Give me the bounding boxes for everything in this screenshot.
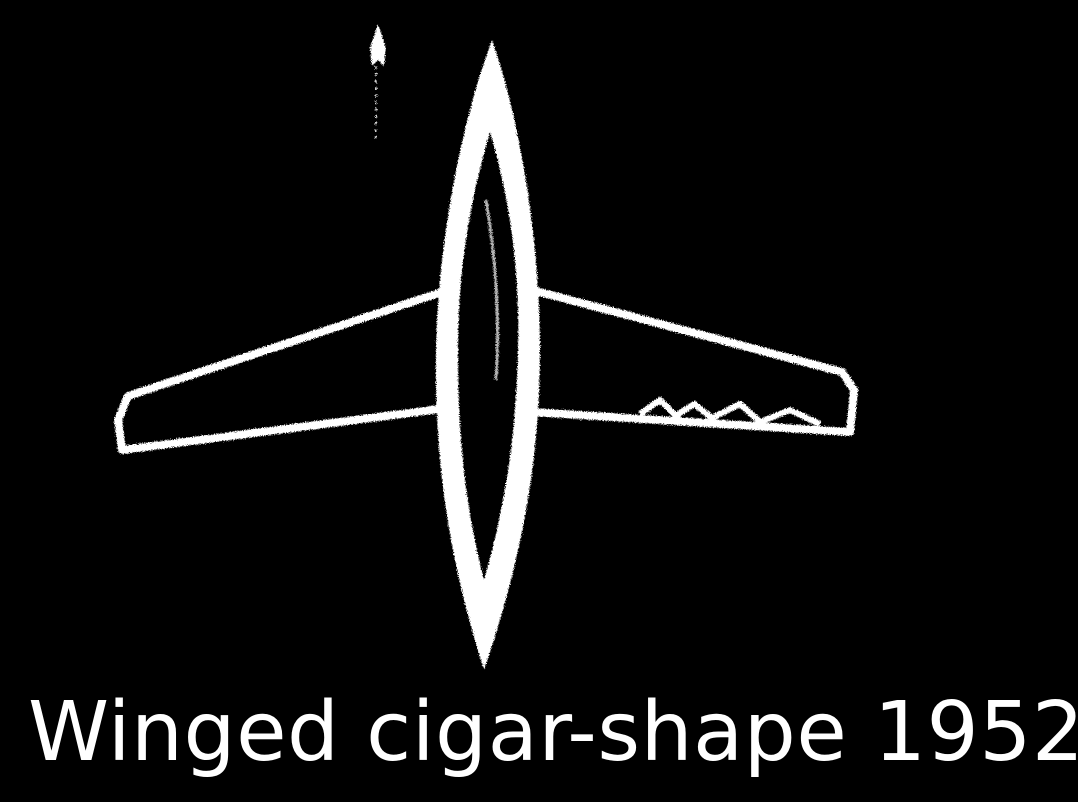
photo-figure	[114, 24, 858, 670]
cigar-fuselage	[435, 40, 540, 670]
right-wing-outline	[530, 286, 858, 436]
small-object-mark	[370, 24, 386, 140]
left-wing-outline	[114, 286, 450, 454]
photo-caption: Winged cigar-shape 1952	[28, 685, 1078, 780]
